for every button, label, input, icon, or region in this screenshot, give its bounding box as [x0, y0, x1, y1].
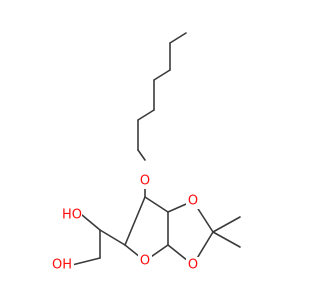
methyl-upper-bond	[212, 216, 241, 233]
dioxolane-oxygen-lower-atom: O	[186, 257, 200, 273]
c5-side-chain-bond	[99, 229, 126, 246]
ether-oxygen-atom: O	[138, 173, 152, 189]
furanose-ring-oxygen-label: O	[140, 254, 150, 269]
methyl-lower-bond	[212, 231, 241, 248]
heptyl-bond-1	[169, 32, 187, 44]
ether-oxygen-label: O	[140, 174, 150, 189]
bond-layer	[71, 32, 241, 266]
chemical-structure-diagram: O O O O HO OH	[50, 32, 241, 273]
side-chain-to-ho-bond	[81, 214, 101, 231]
dioxolane-oxygen-upper-label: O	[188, 194, 198, 209]
furanose-ring-oxygen-atom: O	[138, 253, 152, 269]
ring-c5-c3-bond	[124, 196, 146, 246]
primary-hydroxyl-group: OH	[50, 257, 74, 273]
dioxolane-oxygen-upper-atom: O	[186, 193, 200, 209]
primary-hydroxyl-label: OH	[52, 258, 72, 273]
heptyl-bond-5	[137, 109, 155, 121]
ring-c3-c3a-bond	[144, 196, 169, 213]
secondary-hydroxyl-group: HO	[58, 207, 82, 223]
heptyl-bond-7	[137, 149, 146, 161]
heptyl-bond-3	[153, 69, 171, 81]
dioxolane-oxygen-lower-label: O	[188, 258, 198, 273]
side-chain-to-oh-bond	[71, 257, 101, 266]
secondary-hydroxyl-label: HO	[62, 208, 82, 223]
atom-label-layer: O O O O HO OH	[50, 173, 200, 273]
